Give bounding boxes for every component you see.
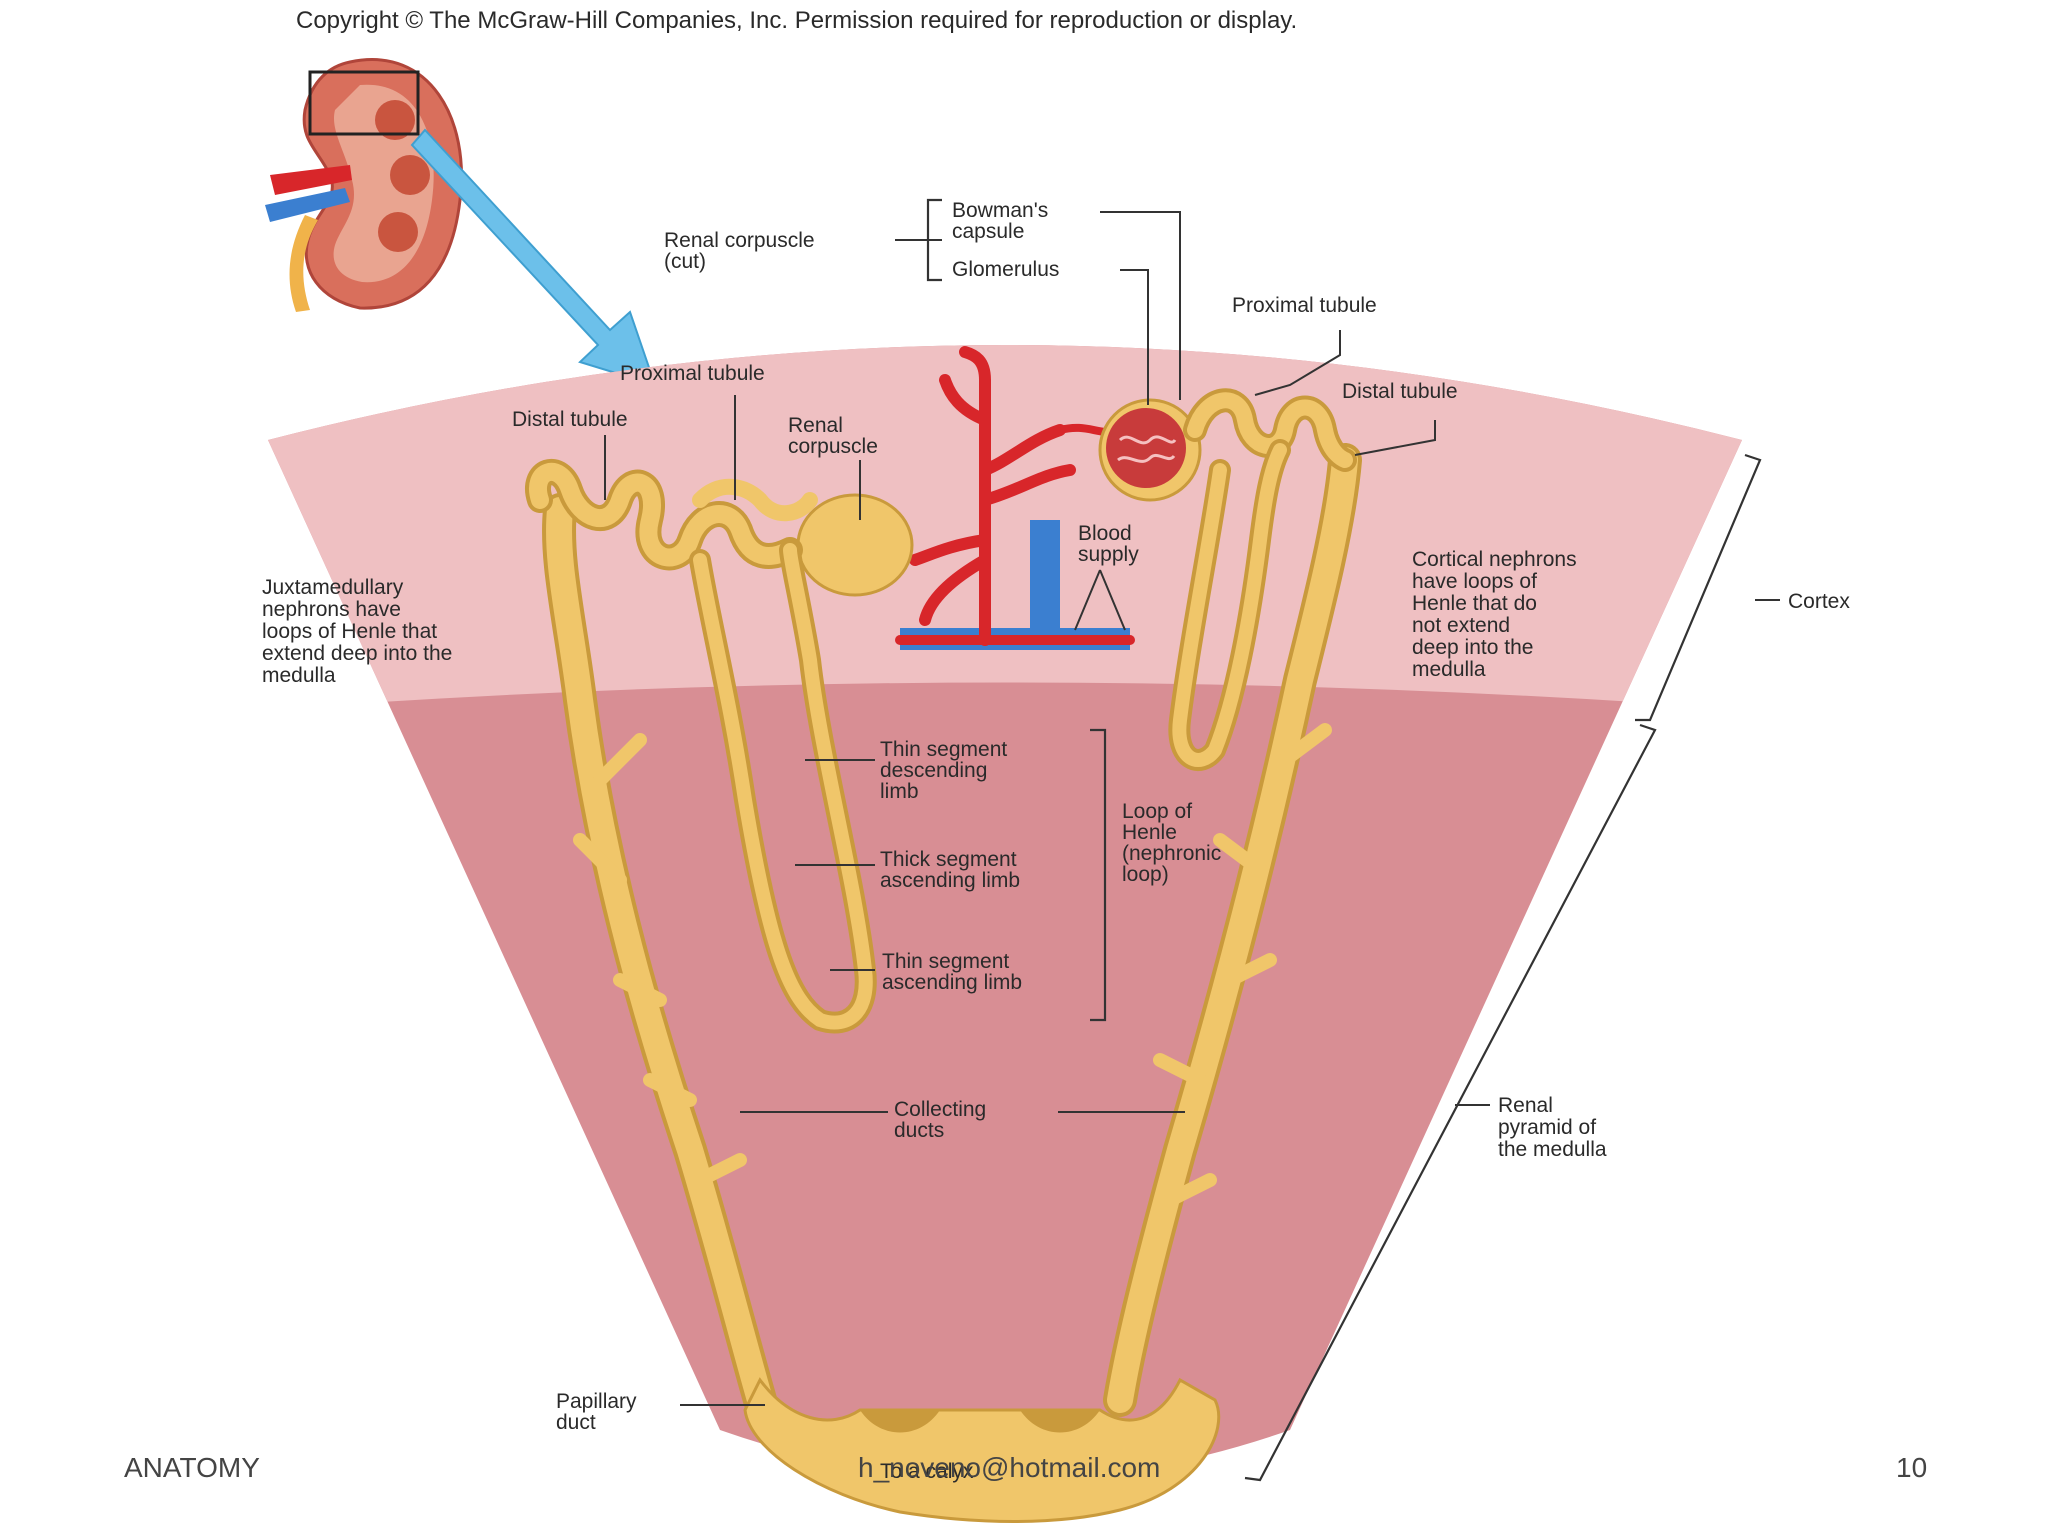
label-renal-pyramid-2: pyramid of bbox=[1498, 1116, 1596, 1139]
label-distal-tubule-right: Distal tubule bbox=[1342, 380, 1458, 403]
label-proximal-tubule-right: Proximal tubule bbox=[1232, 294, 1377, 317]
label-collecting-ducts-1: Collecting bbox=[894, 1098, 986, 1121]
svg-text:Collecting ducts: Collecting ducts bbox=[894, 1098, 992, 1142]
footer-email: h_noveno@hotmail.com bbox=[858, 1452, 1161, 1483]
label-thick-asc-1: Thick segment bbox=[880, 848, 1017, 871]
label-proximal-tubule-left: Proximal tubule bbox=[620, 362, 765, 385]
label-cortical-1: Cortical nephrons bbox=[1412, 548, 1577, 571]
label-collecting-ducts-2: ducts bbox=[894, 1119, 944, 1142]
label-to-calyx: To a calyx bbox=[880, 1460, 974, 1483]
label-loop-henle-2: Henle bbox=[1122, 821, 1177, 844]
svg-text:Loop of Henle (nep: Loop of Henle (nephronic loop) bbox=[1122, 800, 1227, 886]
label-cortical-6: medulla bbox=[1412, 658, 1486, 681]
label-juxtamedullary-2: nephrons have bbox=[262, 598, 401, 621]
copyright-text: Copyright © The McGraw-Hill Companies, I… bbox=[296, 7, 1297, 34]
label-cortex: Cortex bbox=[1788, 590, 1850, 613]
label-thin-desc-2: descending bbox=[880, 759, 987, 782]
nephron-tubules bbox=[525, 388, 1362, 1524]
label-juxtamedullary-5: medulla bbox=[262, 664, 336, 687]
label-renal-corpuscle-2: corpuscle bbox=[788, 435, 878, 458]
label-blood-supply-2: supply bbox=[1078, 543, 1139, 566]
label-thick-asc-2: ascending limb bbox=[880, 869, 1020, 892]
svg-text:Thin segment ascending l: Thin segment ascending limb bbox=[882, 950, 1022, 994]
label-glomerulus: Glomerulus bbox=[952, 258, 1059, 281]
label-papillary-duct-1: Papillary bbox=[556, 1390, 637, 1413]
footer-left: ANATOMY bbox=[124, 1452, 260, 1483]
kidney-zoom-box bbox=[308, 70, 420, 136]
label-renal-corpuscle-cut: Renal corpuscle bbox=[664, 229, 815, 252]
renal-corpuscle-intact bbox=[796, 493, 914, 597]
label-juxtamedullary-4: extend deep into the bbox=[262, 642, 452, 665]
label-juxtamedullary-3: loops of Henle that bbox=[262, 620, 437, 643]
svg-text:Renal corpuscle(cut): Renal corpuscle(cut) bbox=[664, 229, 815, 273]
label-papillary-duct-2: duct bbox=[556, 1411, 596, 1434]
kidney-inset bbox=[265, 58, 657, 387]
label-cortical-4: not extend bbox=[1412, 614, 1510, 637]
svg-text:Cortical nephrons have l: Cortical nephrons have loops of Henle th… bbox=[1412, 548, 1582, 681]
renal-cortex-region bbox=[268, 345, 1742, 715]
label-bowmans-capsule: Bowman's bbox=[952, 199, 1048, 222]
label-loop-henle-1: Loop of bbox=[1122, 800, 1192, 823]
label-juxtamedullary-1: Juxtamedullary bbox=[262, 576, 404, 599]
label-renal-corpuscle: Renal bbox=[788, 414, 843, 437]
label-thin-desc-1: Thin segment bbox=[880, 738, 1007, 761]
label-renal-corpuscle-cut-2: (cut) bbox=[664, 250, 706, 273]
label-cortical-2: have loops of bbox=[1412, 570, 1537, 593]
label-cortical-5: deep into the bbox=[1412, 636, 1533, 659]
leader-lines bbox=[604, 198, 1780, 1482]
label-renal-pyramid-3: the medulla bbox=[1498, 1138, 1607, 1161]
zoom-arrow bbox=[410, 128, 657, 387]
label-cortical-3: Henle that do bbox=[1412, 592, 1537, 615]
label-bowmans-capsule-2: capsule bbox=[952, 220, 1024, 243]
svg-text:Thick segment ascending: Thick segment ascending limb bbox=[880, 848, 1022, 892]
label-loop-henle-3: (nephronic bbox=[1122, 842, 1221, 865]
svg-text:Renal pyramid of t: Renal pyramid of the medulla bbox=[1498, 1094, 1607, 1161]
svg-text:Thin segment descending: Thin segment descending limb bbox=[880, 738, 1013, 803]
label-thin-asc-2: ascending limb bbox=[882, 971, 1022, 994]
svg-text:Papillary duct: Papillary duct bbox=[556, 1390, 642, 1434]
label-thin-asc-1: Thin segment bbox=[882, 950, 1009, 973]
renal-corpuscle-cut bbox=[1098, 398, 1202, 502]
label-loop-henle-4: loop) bbox=[1122, 863, 1169, 886]
label-thin-desc-3: limb bbox=[880, 780, 919, 803]
label-blood-supply: Blood bbox=[1078, 522, 1132, 545]
label-renal-pyramid-1: Renal bbox=[1498, 1094, 1553, 1117]
footer-page-number: 10 bbox=[1896, 1452, 1928, 1483]
label-distal-tubule-left: Distal tubule bbox=[512, 408, 628, 431]
blood-supply-vessels bbox=[895, 346, 1135, 650]
svg-text:Juxtamedullary nephrons: Juxtamedullary nephrons have loops of He… bbox=[262, 576, 458, 687]
